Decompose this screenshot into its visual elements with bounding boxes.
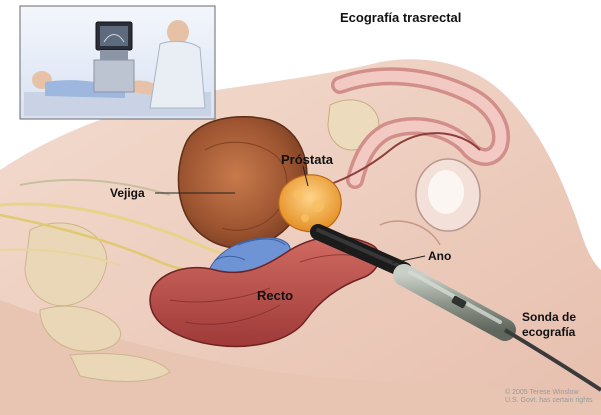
label-prostate: Próstata: [281, 152, 333, 167]
label-rectum: Recto: [257, 288, 293, 303]
label-probe-line1: Sonda de: [522, 310, 576, 325]
diagram-title: Ecografía trasrectal: [340, 10, 461, 25]
label-probe-line2: ecografía: [522, 325, 576, 340]
label-probe: Sonda de ecografía: [522, 310, 576, 340]
prostate: [279, 175, 341, 232]
inset-exam-scene: [20, 6, 215, 119]
copyright-notice: © 2005 Terese Winslow U.S. Govt. has cer…: [505, 389, 593, 405]
label-anus: Ano: [428, 249, 451, 263]
label-bladder: Vejiga: [110, 186, 145, 200]
copyright-line2: U.S. Govt. has certain rights: [505, 397, 593, 405]
copyright-line1: © 2005 Terese Winslow: [505, 389, 593, 397]
